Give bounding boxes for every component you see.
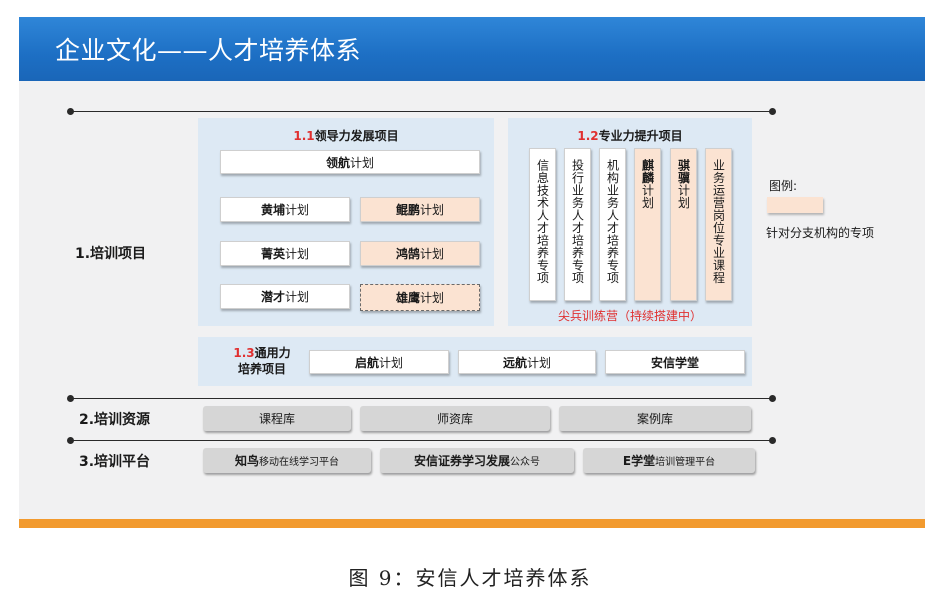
program-qihang: 启航计划: [309, 350, 449, 374]
divider-top: [70, 111, 772, 112]
divider-top-dot-right: [769, 108, 776, 115]
column-text: 业务运营岗位专业课程: [711, 159, 726, 284]
general-title-line1: 1.3通用力: [212, 345, 312, 361]
column-qilin: 麒麟计划: [634, 148, 661, 301]
program-yuanhang: 远航计划: [458, 350, 596, 374]
column-it-talent: 信息技术人才培养专项: [529, 148, 556, 301]
professional-title: 专业力提升项目: [598, 129, 683, 143]
general-panel: 1.3通用力 培养项目 启航计划 远航计划 安信学堂: [198, 337, 752, 386]
column-suffix: 计划: [676, 184, 691, 209]
column-investment-banking: 投行业务人才培养专项: [564, 148, 591, 301]
resource-teacher-library: 师资库: [360, 406, 550, 431]
leadership-panel-title: 1.1领导力发展项目: [198, 127, 494, 144]
platform-zhiniao: 知鸟移动在线学习平台: [203, 448, 371, 473]
program-anxin-academy: 安信学堂: [605, 350, 745, 374]
platform-rest: 公众号: [510, 457, 540, 468]
legend-label: 图例:: [769, 179, 798, 193]
program-kunpeng: 鲲鹏计划: [360, 197, 480, 222]
program-bold: 潜才: [260, 290, 285, 304]
program-suffix: 计划: [285, 290, 310, 304]
column-bold: 麒麟: [640, 159, 655, 184]
general-title-1: 通用力: [254, 346, 291, 360]
resource-course-library: 课程库: [203, 406, 351, 431]
program-huangpu: 黄埔计划: [220, 197, 350, 222]
slide-title: 企业文化——人才培养体系: [55, 36, 362, 65]
title-banner: 企业文化——人才培养体系: [19, 17, 925, 81]
general-title-2: 培养项目: [237, 362, 286, 376]
section-training-platform: 3.培训平台: [79, 454, 151, 470]
divider-middle-dot-left: [67, 395, 74, 402]
general-panel-title: 1.3通用力 培养项目: [212, 345, 312, 377]
platform-bold: E学堂: [622, 454, 656, 468]
divider-lower-dot-right: [769, 437, 776, 444]
column-text: 投行业务人才培养专项: [570, 159, 585, 284]
program-bold: 菁英: [260, 247, 285, 261]
program-suffix: 计划: [420, 291, 445, 305]
program-jingying: 菁英计划: [220, 241, 350, 266]
platform-rest: 培训管理平台: [655, 457, 716, 468]
column-operations: 业务运营岗位专业课程: [705, 148, 732, 301]
leadership-panel: 1.1领导力发展项目 领航计划 黄埔计划 鲲鹏计划 菁英计划 鸿鹄计划 潜才计划…: [198, 118, 494, 326]
program-suffix: 计划: [527, 355, 552, 370]
section-training-resources: 2.培训资源: [79, 412, 151, 428]
program-bold: 雄鹰: [395, 291, 420, 305]
platform-e-academy: E学堂培训管理平台: [583, 448, 755, 473]
figure-caption: 图 9：安信人才培养体系: [348, 566, 592, 590]
column-text: 骐骥计划: [677, 159, 691, 209]
leadership-title: 领导力发展项目: [314, 129, 399, 143]
professional-panel-title: 1.2专业力提升项目: [508, 127, 752, 144]
legend-description: 针对分支机构的专项: [766, 226, 875, 240]
divider-middle: [70, 398, 772, 399]
column-text: 麒麟计划: [641, 159, 655, 209]
program-bold: 安信学堂: [650, 355, 699, 370]
professional-panel: 1.2专业力提升项目 信息技术人才培养专项 投行业务人才培养专项 机构业务人才培…: [508, 118, 752, 326]
program-bold: 启航: [354, 355, 379, 370]
program-suffix: 计划: [285, 203, 310, 217]
program-suffix: 计划: [350, 155, 375, 170]
legend-swatch: [767, 197, 823, 213]
resource-case-library: 案例库: [559, 406, 751, 431]
program-suffix: 计划: [285, 247, 310, 261]
program-bold: 远航: [502, 355, 527, 370]
divider-top-dot-left: [67, 108, 74, 115]
program-suffix: 计划: [379, 355, 404, 370]
section-training-projects: 1.培训项目: [75, 246, 147, 262]
program-honghu: 鸿鹄计划: [360, 241, 480, 266]
program-bold: 鲲鹏: [395, 203, 420, 217]
slide: 企业文化——人才培养体系 1.培训项目 1.1领导力发展项目 领航计划 黄埔计划…: [19, 17, 925, 528]
professional-num: 1.2: [577, 129, 599, 143]
column-text: 机构业务人才培养专项: [605, 159, 620, 284]
program-suffix: 计划: [420, 247, 445, 261]
divider-lower: [70, 440, 772, 441]
program-bold: 领航: [325, 155, 350, 170]
divider-lower-dot-left: [67, 437, 74, 444]
bottom-accent-bar: [19, 519, 925, 528]
general-num: 1.3: [233, 346, 255, 360]
column-qiji: 骐骥计划: [670, 148, 697, 301]
bootcamp-label: 尖兵训练营（持续搭建中）: [557, 309, 702, 323]
column-suffix: 计划: [640, 184, 655, 209]
program-linghang: 领航计划: [220, 150, 480, 174]
platform-bold: 安信证券学习发展: [413, 454, 510, 468]
program-xiongying: 雄鹰计划: [360, 284, 480, 311]
platform-wechat-account: 安信证券学习发展公众号: [380, 448, 574, 473]
column-bold: 骐骥: [676, 159, 691, 184]
program-suffix: 计划: [420, 203, 445, 217]
program-bold: 鸿鹄: [395, 247, 420, 261]
platform-rest: 移动在线学习平台: [259, 457, 339, 468]
program-bold: 黄埔: [260, 203, 285, 217]
leadership-num: 1.1: [293, 129, 315, 143]
column-text: 信息技术人才培养专项: [535, 159, 550, 284]
program-qiancai: 潜才计划: [220, 284, 350, 309]
column-institutional: 机构业务人才培养专项: [599, 148, 626, 301]
divider-middle-dot-right: [769, 395, 776, 402]
platform-bold: 知鸟: [234, 454, 259, 468]
